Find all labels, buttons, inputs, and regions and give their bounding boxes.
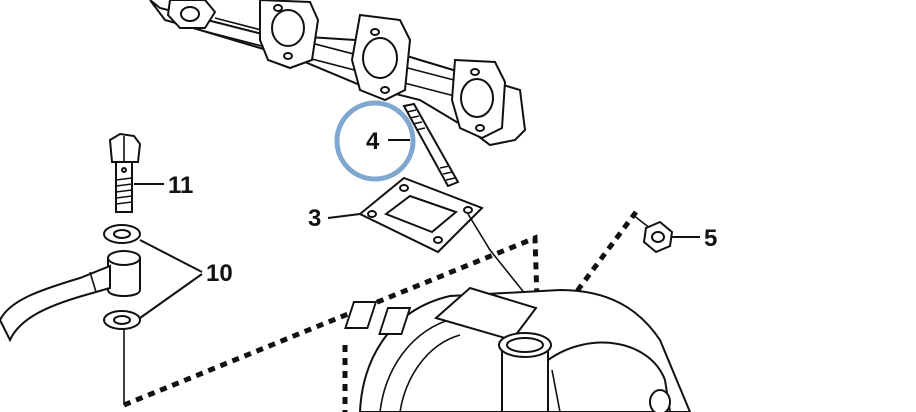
dashed-line-oil-to-turbo	[123, 234, 541, 408]
callout-10: 10	[206, 260, 233, 287]
manifold-flange-3	[350, 13, 412, 102]
callout-4: 4	[366, 128, 380, 155]
sealing-washer-upper	[103, 224, 141, 244]
turbocharger	[344, 286, 692, 412]
callout-3: 3	[308, 205, 321, 232]
leader-10-upper	[139, 239, 203, 273]
manifold-flange-1	[166, 0, 217, 29]
turbine-inlet-flange	[344, 286, 538, 342]
stud-4	[402, 102, 460, 188]
leader-3	[327, 213, 361, 219]
manifold-flange-2	[259, 0, 320, 70]
oil-outlet-pipe	[498, 332, 552, 412]
banjo-fitting	[0, 250, 141, 343]
compressor-housing	[547, 341, 672, 412]
gasket-3	[358, 176, 484, 254]
callout-5: 5	[704, 225, 717, 252]
nut-5	[631, 213, 674, 254]
highlight-circle	[334, 100, 416, 182]
sealing-washer-lower	[103, 310, 141, 330]
leader-10-lower	[139, 273, 203, 319]
exhaust-manifold	[149, 0, 527, 147]
callout-11: 11	[168, 172, 193, 199]
assembly-line-gasket-to-turbo	[467, 213, 531, 301]
manifold-flange-4	[450, 58, 507, 140]
banjo-bolt-11	[108, 132, 142, 213]
